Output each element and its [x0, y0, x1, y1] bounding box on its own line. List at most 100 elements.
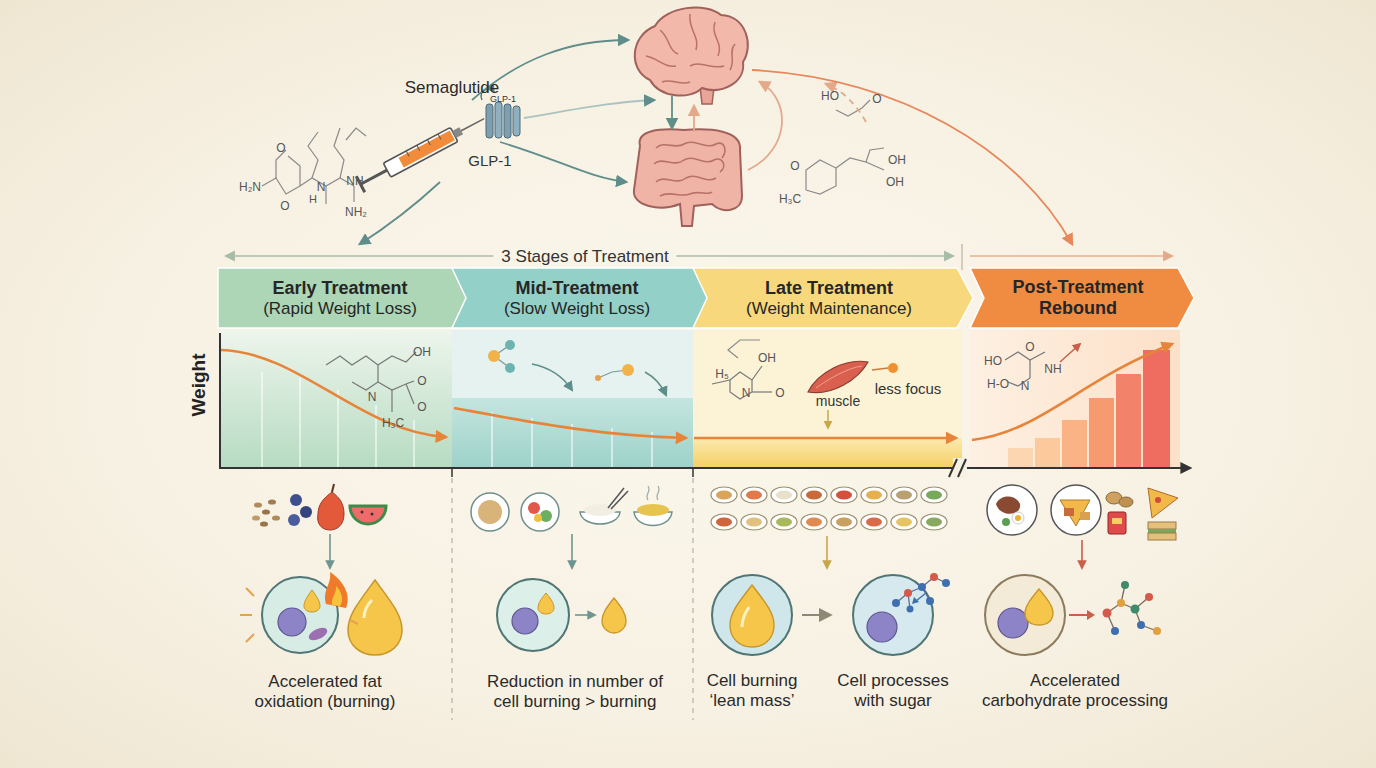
late-foods [806, 518, 822, 527]
cell-shape [712, 575, 792, 655]
stage-chevron: Post-Treatment Rebound [970, 268, 1194, 328]
chart-molecules [645, 372, 666, 395]
gut-illustration [656, 176, 716, 182]
gut-illustration [654, 158, 724, 172]
atom-label: H₃C [779, 193, 801, 205]
late-foods [861, 514, 887, 530]
early-foods [252, 484, 386, 568]
molecule-dots [622, 364, 634, 376]
cell-shape [1117, 599, 1125, 607]
cell-shape [742, 607, 749, 627]
cell-shape [853, 575, 933, 655]
cell-extras [364, 600, 372, 618]
late-foods [741, 514, 767, 530]
cell-shape [892, 599, 900, 607]
late-foods [711, 514, 737, 530]
pathway-arrows [360, 40, 1072, 244]
chemical-structures [334, 128, 344, 178]
early-foods [254, 502, 262, 507]
chart-panels [337, 390, 339, 468]
late-foods [866, 518, 882, 527]
brain-illustration [660, 30, 678, 54]
mid-foods [571, 534, 573, 568]
brain-illustration [714, 22, 720, 56]
chart-molecules [391, 390, 392, 412]
chart-molecules [752, 391, 772, 392]
late-foods [831, 487, 857, 503]
muscle-icon [888, 363, 898, 373]
chart-molecules [326, 356, 378, 390]
cell-shape [926, 597, 934, 605]
chart-panels [220, 330, 1180, 468]
atom-label: H₅ [715, 368, 729, 380]
timeline-title: 3 Stages of Treatment [493, 246, 676, 267]
cell-shape [1025, 589, 1053, 625]
late-foods [801, 514, 827, 530]
post-foods [1148, 488, 1178, 518]
cell-shape [1121, 581, 1129, 589]
early-foods [252, 515, 260, 520]
mid-foods [647, 486, 659, 500]
brain-illustration [690, 14, 697, 50]
cell-shape [512, 608, 538, 634]
chart-axes [219, 333, 221, 469]
post-foods [987, 485, 1178, 568]
syringe-illustration [427, 140, 430, 145]
chemical-structures [806, 160, 836, 194]
late-foods [921, 514, 947, 530]
chart-panels [1089, 398, 1114, 468]
late-foods [861, 487, 887, 503]
cell-shape [1153, 627, 1161, 635]
atom-label: N [368, 391, 377, 403]
atom-label: O [280, 200, 289, 212]
gut-illustration [634, 129, 742, 226]
cell-shape [246, 588, 254, 596]
late-foods [896, 518, 912, 527]
chevron-shape [452, 268, 710, 328]
pathway-arrows [752, 70, 1072, 244]
chemical-structures [346, 128, 366, 140]
icon-label: less focus [875, 381, 942, 396]
stage-separators [451, 478, 452, 720]
chart-panels [1062, 420, 1087, 468]
late-foods [801, 487, 827, 503]
pathway-arrows [500, 142, 626, 182]
receptor-label: GLP-1 [468, 153, 511, 168]
stage-chevron: Late Treatment(Weight Maintenance) [693, 268, 973, 328]
atom-label: H₃C [382, 417, 404, 429]
late-foods [891, 514, 917, 530]
mid-foods [478, 500, 502, 524]
atom-label: OH [758, 352, 776, 364]
atom-label: O [790, 160, 799, 172]
cell-shape [240, 588, 358, 642]
early-foods [290, 494, 302, 506]
chart-panels [452, 398, 693, 468]
late-foods [776, 491, 792, 500]
post-foods [1051, 485, 1101, 535]
pathway-arrows [693, 106, 695, 132]
brain-illustration [635, 7, 748, 104]
chemical-structures [276, 150, 286, 178]
late-foods [866, 491, 882, 500]
late-foods [826, 536, 828, 568]
cell-extras [348, 580, 402, 655]
early-foods [329, 534, 331, 568]
cell-process: Accelerated carbohydrate processing [975, 573, 1175, 718]
chart-panels [262, 372, 414, 468]
chart-panels [452, 330, 693, 468]
chart-molecules [1060, 344, 1080, 362]
late-foods [806, 491, 822, 500]
cell-shape [916, 593, 926, 601]
late-foods [741, 487, 767, 503]
atom-label: OH [888, 154, 906, 166]
chart-panels [299, 378, 301, 468]
cell-shape [730, 585, 774, 647]
cell-caption: Reduction in number of cell burning > bu… [475, 672, 675, 712]
chart-axes [451, 468, 453, 477]
chart-molecules [730, 372, 752, 399]
cell-shape [904, 589, 912, 597]
cell-shape [262, 577, 338, 653]
late-foods [921, 487, 947, 503]
cell-shape [240, 614, 252, 616]
